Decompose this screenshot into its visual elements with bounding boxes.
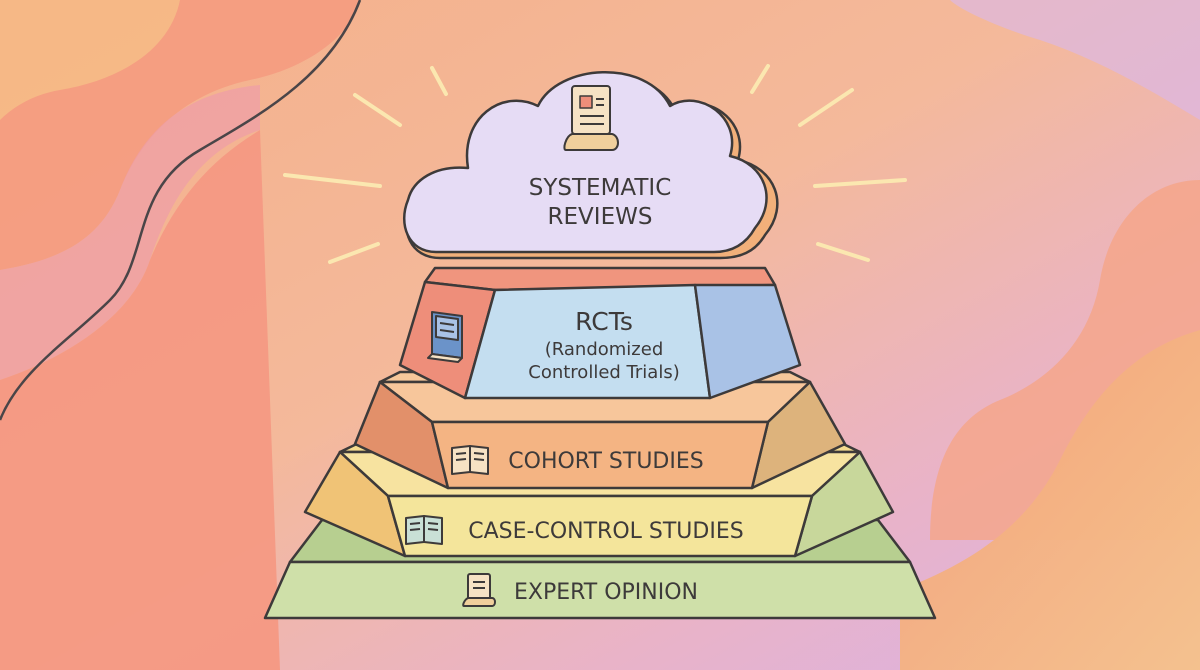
rcts-label-line2: (Randomized bbox=[545, 339, 664, 360]
systematic-reviews-label-line1: SYSTEMATIC bbox=[529, 175, 672, 201]
rcts-label-line3: Controlled Trials) bbox=[528, 362, 679, 383]
open-book-icon-2 bbox=[405, 515, 443, 545]
radiating-rays bbox=[283, 64, 907, 264]
rcts-label-line1: RCTs bbox=[575, 307, 633, 336]
expert-opinion-label: EXPERT OPINION bbox=[514, 580, 698, 605]
open-book-icon bbox=[451, 445, 489, 475]
scroll-icon bbox=[563, 85, 619, 151]
scroll-icon-small bbox=[462, 573, 496, 607]
tier-systematic-reviews bbox=[403, 71, 779, 260]
cohort-studies-label: COHORT STUDIES bbox=[508, 449, 703, 474]
systematic-reviews-label-line2: REVIEWS bbox=[548, 204, 653, 230]
case-control-studies-label: CASE-CONTROL STUDIES bbox=[468, 519, 743, 544]
book-icon bbox=[427, 311, 463, 363]
